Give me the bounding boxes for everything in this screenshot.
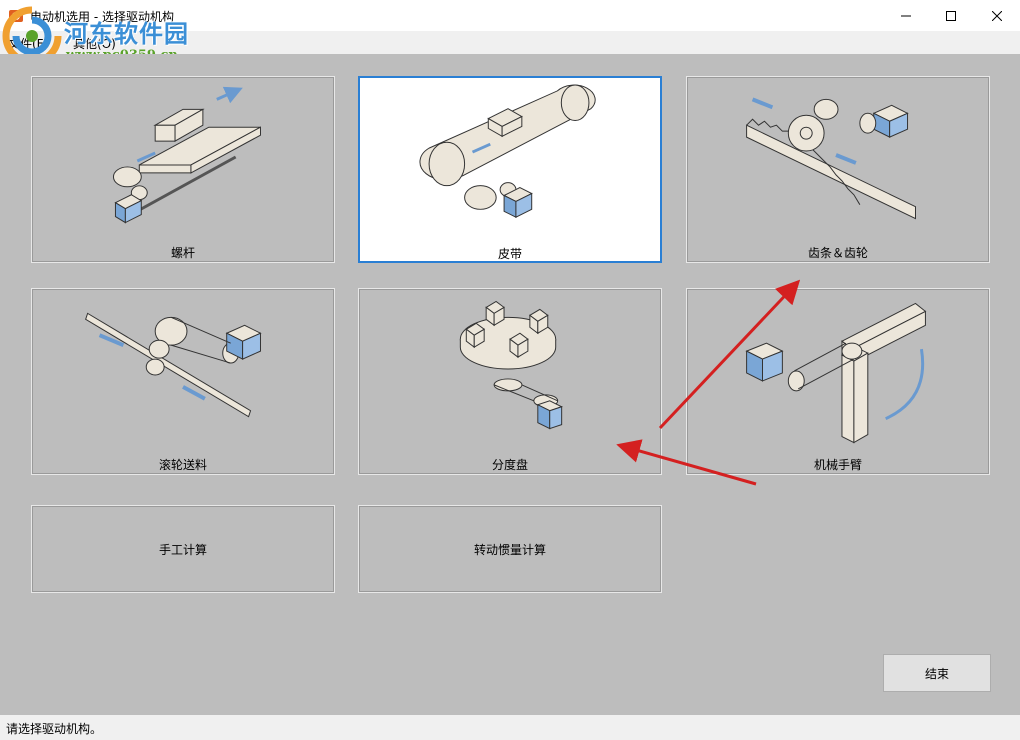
menu-other[interactable]: 其他(O) [73, 37, 116, 51]
mechanism-card-robot-arm[interactable]: 机械手臂 [686, 288, 990, 475]
mechanism-label: 滚轮送料 [158, 458, 207, 472]
close-icon [992, 10, 1002, 21]
mechanism-label: 齿条＆齿轮 [807, 246, 868, 260]
mechanism-label: 分度盘 [491, 458, 528, 472]
belt-conveyor-illustration [419, 84, 596, 219]
mechanism-label: 螺杆 [170, 246, 195, 260]
button-label: 结束 [924, 666, 949, 681]
app-icon [8, 8, 24, 24]
maximize-button[interactable] [928, 0, 974, 31]
robot-arm-illustration [745, 302, 927, 444]
maximize-icon [946, 10, 956, 21]
menu-file[interactable]: 文件(F) [8, 37, 49, 51]
button-label: 转动惯量计算 [473, 542, 546, 557]
main-panel: 螺杆 皮带 [0, 54, 1020, 715]
end-button[interactable]: 结束 [883, 654, 991, 692]
menu-bar: 文件(F) 其他(O) [0, 31, 1020, 54]
mechanism-card-rack-pinion[interactable]: 齿条＆齿轮 [686, 76, 990, 263]
mechanism-label: 皮带 [497, 247, 522, 261]
status-bar: 请选择驱动机构。 [0, 715, 1020, 740]
close-button[interactable] [974, 0, 1020, 31]
mechanism-card-belt[interactable]: 皮带 [358, 76, 662, 263]
index-table-illustration [459, 300, 563, 430]
manual-calc-button[interactable]: 手工计算 [31, 505, 335, 593]
minimize-button[interactable] [883, 0, 929, 31]
window-title: 电动机选用 - 选择驱动机构 [30, 10, 174, 24]
ball-screw-illustration [112, 86, 261, 224]
inertia-calc-button[interactable]: 转动惯量计算 [358, 505, 662, 593]
button-label: 手工计算 [158, 542, 207, 557]
title-bar: 电动机选用 - 选择驱动机构 [0, 0, 1020, 31]
mechanism-card-screw[interactable]: 螺杆 [31, 76, 335, 263]
mechanism-label: 机械手臂 [813, 458, 862, 472]
mechanism-card-index-table[interactable]: 分度盘 [358, 288, 662, 475]
status-text: 请选择驱动机构。 [6, 722, 103, 736]
minimize-icon [901, 15, 911, 16]
mechanism-card-roller-feed[interactable]: 滚轮送料 [31, 288, 335, 475]
roller-feed-illustration [85, 312, 262, 418]
rack-pinion-illustration [746, 97, 916, 220]
